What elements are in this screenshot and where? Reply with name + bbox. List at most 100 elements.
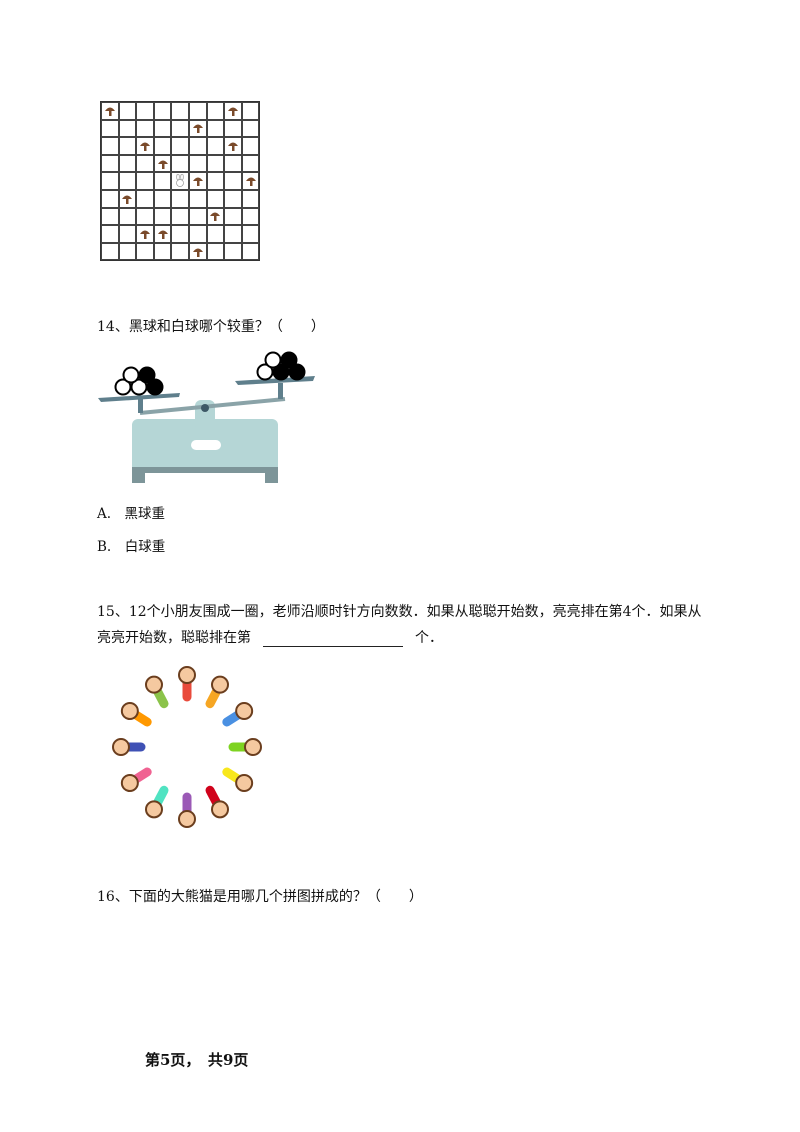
mushroom-icon [139, 230, 150, 239]
grid-cell [171, 207, 189, 226]
grid-cell [241, 119, 260, 138]
grid-cell [136, 172, 154, 190]
grid-cell [206, 172, 225, 190]
grid-cell [188, 102, 207, 120]
grid-cell [171, 172, 189, 190]
grid-cell [118, 207, 137, 226]
grid-cell [101, 225, 119, 243]
page-footer: 第5页， 共9页 [145, 1051, 249, 1069]
mushroom-icon [192, 177, 203, 187]
grid-cell [206, 189, 225, 208]
child-figure [205, 785, 229, 819]
grid-cell [206, 207, 225, 226]
grid-cell [188, 154, 207, 173]
grid-cell [101, 154, 119, 173]
grid-cell [188, 207, 207, 226]
grid-cell [171, 189, 189, 208]
grid-cell [206, 102, 225, 120]
black-ball [146, 378, 164, 396]
mushroom-icon [139, 142, 150, 151]
children-circle-image [112, 666, 262, 828]
grid-cell [101, 189, 119, 208]
grid-cell [224, 225, 242, 243]
grid-cell [224, 154, 242, 173]
grid-cell [241, 242, 260, 261]
child-figure [222, 767, 254, 792]
grid-cell [118, 119, 137, 138]
grid-cell [136, 119, 154, 138]
grid-cell [241, 207, 260, 226]
grid-cell [153, 119, 172, 138]
option-b[interactable]: B. 白球重 [97, 539, 166, 555]
grid-cell [188, 225, 207, 243]
grid-cell [188, 242, 207, 261]
grid-cell [171, 102, 189, 120]
mushroom-icon [227, 142, 238, 151]
balls [114, 351, 306, 396]
child-figure [120, 767, 152, 792]
grid-cell [136, 207, 154, 226]
grid-cell [171, 137, 189, 155]
grid-cell [171, 225, 189, 243]
grid-cell [241, 189, 260, 208]
grid-cell [224, 137, 242, 155]
left-pan [98, 393, 180, 402]
rabbit-icon [176, 174, 185, 188]
grid-cell [153, 137, 172, 155]
grid-cell [241, 137, 260, 155]
grid-cell [101, 172, 119, 190]
mushroom-icon [122, 195, 133, 204]
grid-cell [188, 137, 207, 155]
grid-cell [136, 154, 154, 173]
grid-cell [153, 172, 172, 190]
grid-cell [118, 189, 137, 208]
black-ball [138, 366, 156, 384]
grid-cell [171, 242, 189, 261]
child-figure [112, 738, 146, 756]
child-figure [145, 785, 169, 819]
white-ball [264, 351, 282, 369]
mushroom-icon [157, 230, 168, 239]
grid-cell [241, 154, 260, 173]
grid-cell [241, 172, 260, 190]
option-a[interactable]: A. 黑球重 [97, 506, 166, 522]
black-ball [280, 351, 298, 369]
question-15-line2: 亮亮开始数，聪聪排在第个． [97, 627, 443, 647]
child-figure [145, 675, 169, 709]
grid-cell [171, 154, 189, 173]
mushroom-icon [192, 124, 203, 134]
grid-cell [136, 102, 154, 120]
mushroom-icon [192, 248, 203, 257]
grid-cell [206, 225, 225, 243]
grid-cell [136, 137, 154, 155]
grid-cell [241, 102, 260, 120]
grid-cell [101, 242, 119, 261]
mushroom-grid [100, 101, 261, 262]
child-figure [228, 738, 262, 756]
child-figure [222, 702, 254, 727]
grid-cell [224, 172, 242, 190]
grid-cell [136, 242, 154, 261]
grid-cell [224, 242, 242, 261]
grid-cell [188, 172, 207, 190]
grid-cell [224, 119, 242, 138]
child-figure [120, 702, 152, 727]
grid-cell [118, 102, 137, 120]
grid-cell [171, 119, 189, 138]
answer-blank[interactable] [263, 632, 403, 647]
scale-beam [139, 397, 286, 415]
grid-cell [153, 154, 172, 173]
q15-text: 亮亮开始数，聪聪排在第 [97, 630, 251, 646]
grid-cell [101, 207, 119, 226]
grid-cell [101, 119, 119, 138]
question-14: 14、黑球和白球哪个较重？（ ） [97, 319, 325, 335]
grid-cell [101, 102, 119, 120]
child-figure [205, 675, 229, 709]
grid-cell [206, 242, 225, 261]
mushroom-icon [210, 212, 221, 222]
grid-cell [206, 119, 225, 138]
grid-cell [136, 189, 154, 208]
grid-cell [153, 102, 172, 120]
grid-cell [118, 172, 137, 190]
grid-cell [241, 225, 260, 243]
